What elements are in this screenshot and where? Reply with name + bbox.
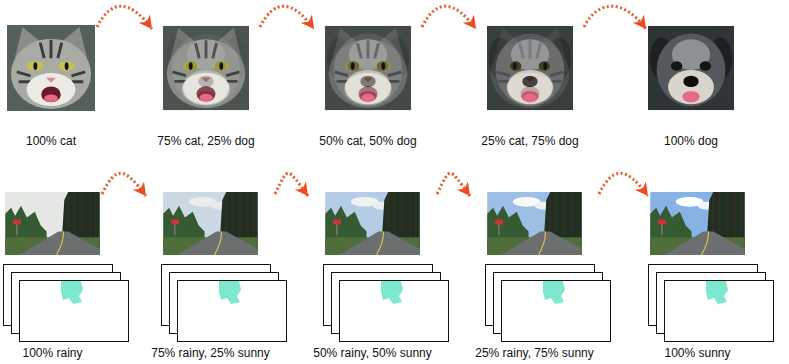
panel-caption: 75% rainy, 25% sunny — [148, 346, 273, 360]
dog-photo — [487, 26, 573, 110]
image-panel: 100% dog — [648, 25, 734, 149]
image-panel: 75% rainy, 25% sunny — [148, 192, 273, 361]
dotted-arrow — [437, 173, 470, 196]
dotted-arrow — [260, 6, 314, 29]
dotted-arrow — [599, 173, 648, 196]
image-panel: 50% rainy, 50% sunny — [310, 192, 435, 361]
arrow-line — [584, 6, 646, 29]
sunny-sky — [650, 192, 745, 255]
arrow-line — [260, 6, 314, 29]
image-panel: 50% cat, 50% dog — [316, 25, 420, 149]
image-panel: 100% cat — [7, 25, 95, 149]
arrow-line — [275, 173, 308, 196]
road-photo — [163, 192, 258, 255]
segmentation-masks — [4, 265, 129, 342]
dotted-arrow — [102, 173, 146, 196]
sunny-sky — [325, 192, 420, 255]
arrow-head — [133, 181, 146, 196]
rainy-sky — [325, 192, 420, 255]
road-photo — [487, 192, 582, 255]
panel-caption: 100% cat — [7, 134, 95, 148]
rainy-sky — [5, 192, 100, 255]
cat-photo — [7, 25, 95, 111]
panel-caption: 50% cat, 50% dog — [316, 134, 420, 148]
arrow-line — [97, 6, 152, 29]
arrow-head — [301, 14, 314, 29]
rainy-sky — [487, 192, 582, 255]
arrow-head — [463, 14, 476, 29]
image-panel: 100% rainy — [5, 192, 100, 361]
segmentation-masks — [649, 265, 774, 342]
sunny-sky — [163, 192, 258, 255]
arrow-line — [102, 173, 146, 196]
dog-photo — [325, 26, 411, 110]
dotted-arrow — [422, 6, 476, 29]
dotted-arrow — [584, 6, 646, 29]
arrow-head — [633, 14, 646, 29]
panel-caption: 25% cat, 75% dog — [478, 134, 582, 148]
panel-caption: 100% dog — [648, 134, 734, 148]
arrow-head — [139, 14, 152, 29]
road-photo — [5, 192, 100, 255]
image-panel: 75% cat, 25% dog — [154, 25, 258, 149]
arrow-head — [457, 181, 470, 196]
image-panel: 25% cat, 75% dog — [478, 25, 582, 149]
image-panel: 100% sunny — [650, 192, 745, 361]
arrow-line — [599, 173, 648, 196]
arrow-line — [437, 173, 470, 196]
road-photo — [325, 192, 420, 255]
dog-photo — [163, 26, 249, 110]
sunny-sky — [487, 192, 582, 255]
panel-caption: 100% rainy — [5, 346, 100, 360]
cat-photo — [163, 26, 249, 110]
arrow-head — [635, 181, 648, 196]
arrow-line — [422, 6, 476, 29]
road-photo — [650, 192, 745, 255]
segmentation-masks — [162, 265, 287, 342]
segmentation-masks — [486, 265, 611, 342]
dog-photo — [648, 26, 734, 110]
cat-photo — [325, 26, 411, 110]
panel-caption: 50% rainy, 50% sunny — [310, 346, 435, 360]
panel-caption: 25% rainy, 75% sunny — [472, 346, 597, 360]
rainy-sky — [163, 192, 258, 255]
arrow-head — [295, 181, 308, 196]
panel-caption: 100% sunny — [650, 346, 745, 360]
dotted-arrow — [275, 173, 308, 196]
segmentation-masks — [324, 265, 449, 342]
panel-caption: 75% cat, 25% dog — [154, 134, 258, 148]
image-panel: 25% rainy, 75% sunny — [472, 192, 597, 361]
cat-photo — [487, 26, 573, 110]
dotted-arrow — [97, 6, 152, 29]
